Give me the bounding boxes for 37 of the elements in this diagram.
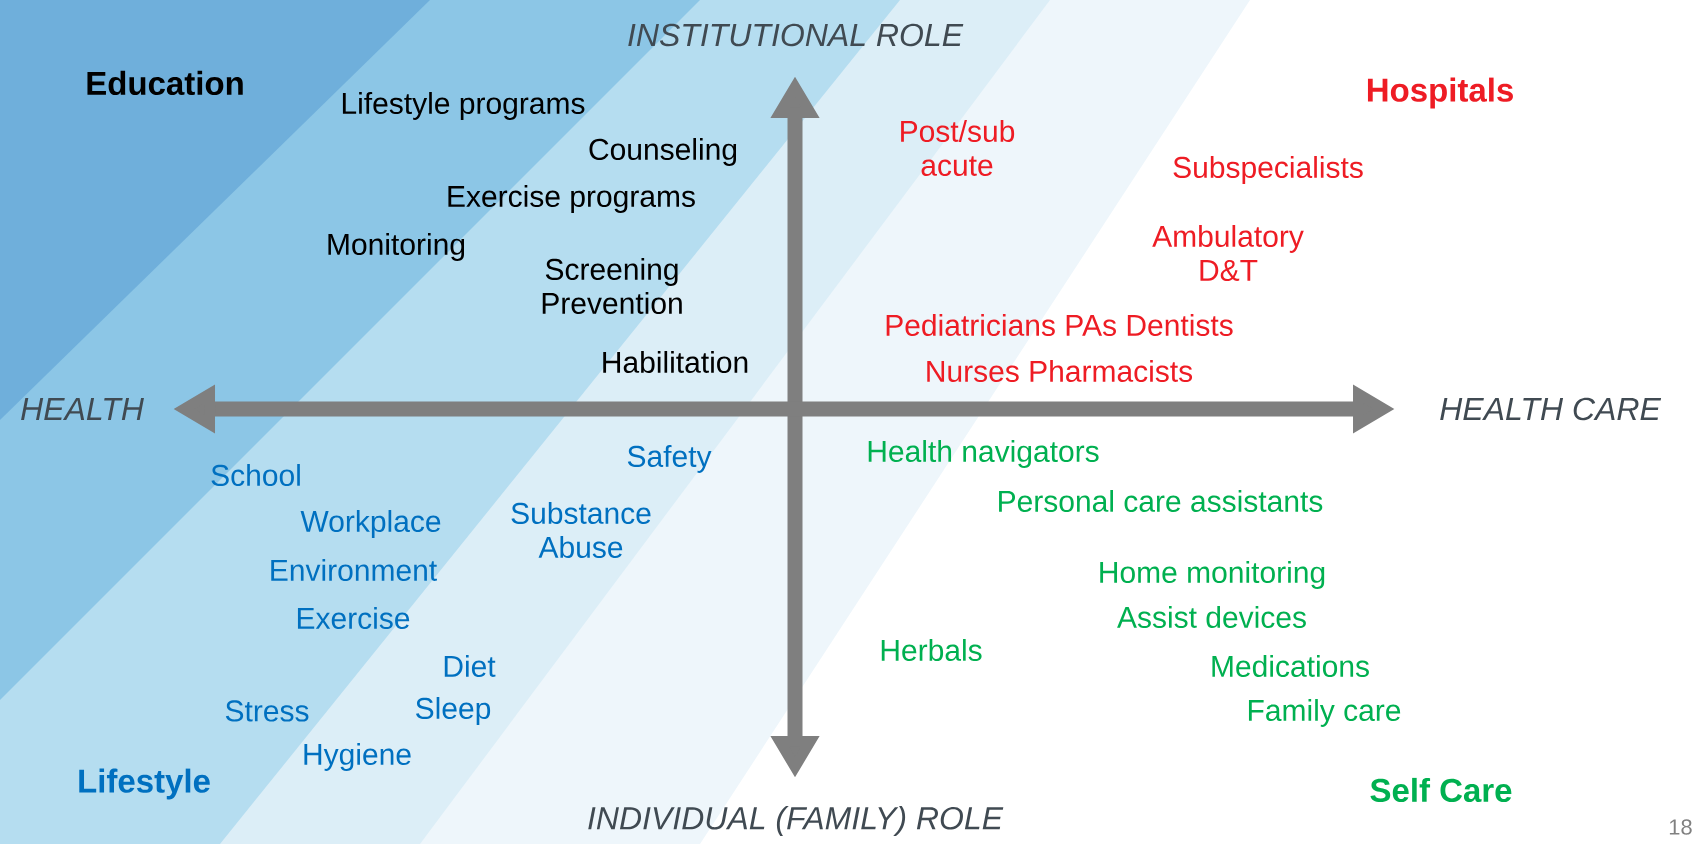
quadrant-item: Lifestyle programs: [342, 92, 585, 120]
quadrant-item: Diet: [444, 655, 496, 677]
quadrant-item: Exercise: [297, 607, 410, 629]
quadrant-item: Habilitation: [603, 351, 748, 373]
quadrant-item: Substance Abuse: [511, 502, 651, 558]
quadrant-item: Workplace: [300, 510, 441, 538]
quadrant-item: Nurses Pharmacists: [927, 360, 1193, 382]
quadrant-item: Monitoring: [328, 233, 465, 261]
quadrant-item: Health navigators: [868, 440, 1099, 468]
quadrant-heading: Lifestyle: [79, 768, 210, 800]
axis-label: INSTITUTIONAL ROLE: [628, 23, 964, 47]
axis-label: INDIVIDUAL (FAMILY) ROLE: [588, 806, 1004, 836]
quadrant-item: Screening Prevention: [542, 258, 682, 314]
quadrant-item: Safety: [627, 445, 712, 473]
quadrant-item: Assist devices: [1117, 606, 1306, 628]
axis-label: HEALTH: [21, 398, 144, 420]
quadrant-item: Subspecialists: [1173, 156, 1363, 184]
quadrant-item: School: [211, 464, 300, 486]
quadrant-heading: Hospitals: [1367, 77, 1513, 109]
quadrant-item: Pediatricians PAs Dentists: [886, 314, 1233, 336]
quadrant-item: Personal care assistants: [999, 490, 1323, 512]
quadrant-heading: Self Care: [1370, 777, 1512, 803]
quadrant-item: Hygiene: [304, 743, 411, 771]
quadrant-item: Counseling: [589, 138, 737, 166]
quadrant-item: Herbals: [881, 639, 982, 661]
axis-label: HEALTH CARE: [1440, 397, 1662, 421]
quadrant-item: Exercise programs: [448, 185, 695, 213]
quadrant-item: Post/sub acute: [901, 120, 1015, 176]
page-number: 18: [1669, 819, 1692, 835]
quadrant-heading: Education: [87, 70, 243, 96]
quadrant-item: Home monitoring: [1100, 561, 1325, 589]
quadrant-item: Ambulatory D&T: [1152, 225, 1304, 281]
quadrant-item: Sleep: [416, 697, 491, 725]
quadrant-item: Family care: [1248, 699, 1401, 727]
quadrant-item: Environment: [271, 559, 437, 581]
quadrant-item: Medications: [1212, 655, 1369, 677]
quadrant-item: Stress: [225, 700, 309, 722]
